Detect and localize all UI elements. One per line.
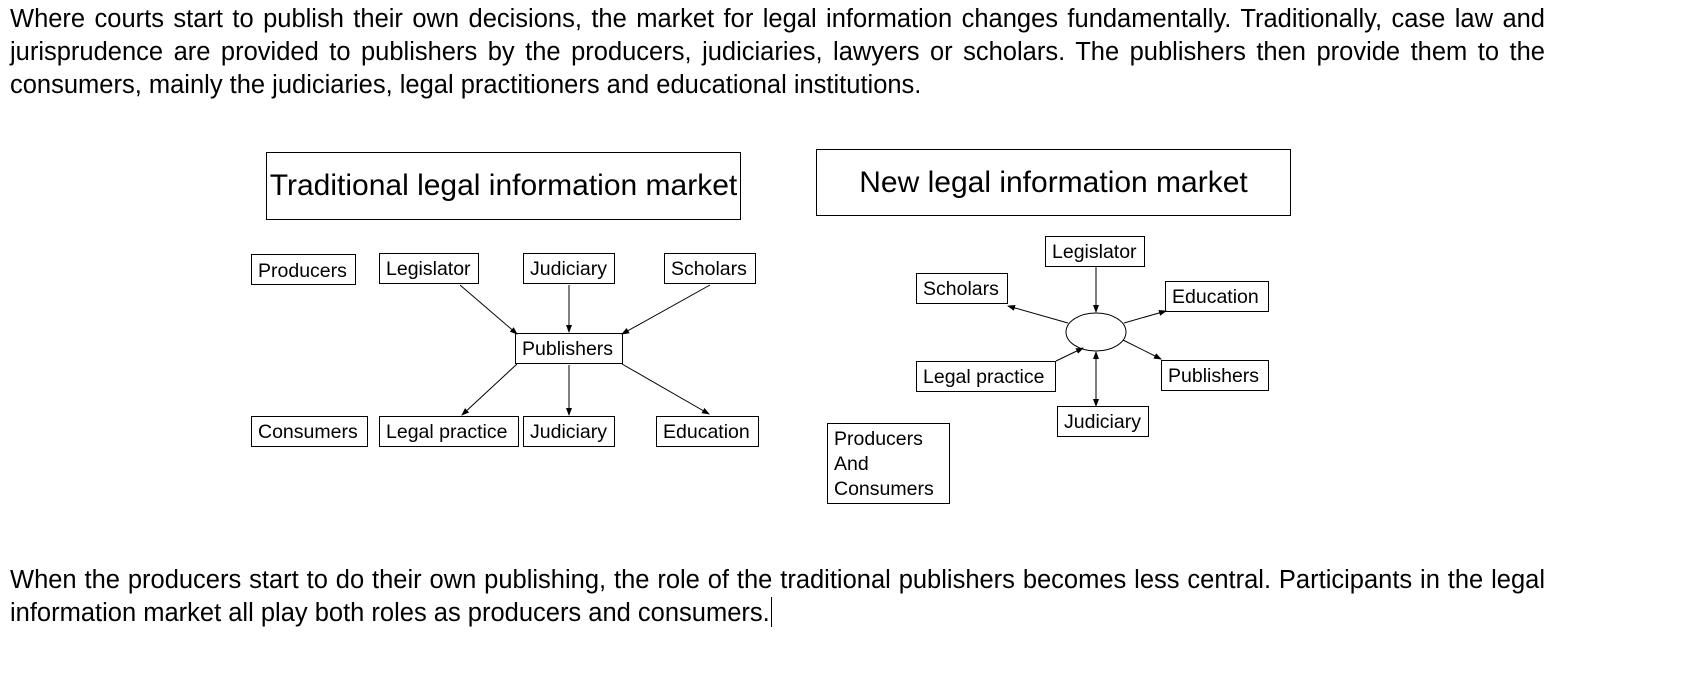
producers-and-consumers-label: Producers And Consumers — [827, 423, 950, 504]
arrow-legal-practice-to-hub — [1055, 347, 1084, 362]
hub-publishers: Publishers — [515, 333, 623, 364]
new-scholars: Scholars — [916, 273, 1008, 304]
new-legal-practice: Legal practice — [916, 361, 1056, 392]
central-hub-ellipse — [1065, 312, 1127, 352]
arrow-hub-to-publishers — [1122, 339, 1162, 360]
new-education: Education — [1165, 281, 1269, 312]
group-label-line-1: Producers — [834, 428, 923, 450]
conclusion-text: When the producers start to do their own… — [10, 566, 1545, 627]
intro-paragraph: Where courts start to publish their own … — [10, 5, 1545, 99]
new-legislator: Legislator — [1045, 236, 1145, 267]
producers-label: Producers — [251, 254, 356, 285]
source-scholars: Scholars — [664, 253, 756, 284]
conclusion-paragraph: When the producers start to do their own… — [10, 564, 1545, 630]
target-education: Education — [656, 416, 759, 447]
consumers-label: Consumers — [251, 416, 368, 447]
arrow-publishers-to-legal-practice — [461, 363, 518, 416]
text-cursor — [770, 597, 772, 627]
arrow-hub-to-education — [1123, 310, 1167, 324]
target-legal-practice: Legal practice — [379, 416, 519, 447]
arrow-scholars-to-publishers — [621, 284, 711, 335]
source-legislator: Legislator — [379, 253, 479, 284]
new-market-title: New legal information market — [816, 149, 1291, 216]
arrow-publishers-to-education — [621, 363, 710, 415]
source-judiciary: Judiciary — [523, 253, 615, 284]
group-label-line-2: And — [834, 453, 869, 475]
arrow-hub-to-scholars — [1007, 305, 1069, 324]
group-label-line-3: Consumers — [834, 478, 934, 500]
target-judiciary: Judiciary — [523, 416, 615, 447]
traditional-market-title: Traditional legal information market — [266, 152, 741, 220]
arrow-legislator-to-publishers — [459, 284, 518, 335]
new-publishers: Publishers — [1161, 360, 1269, 391]
new-judiciary: Judiciary — [1057, 406, 1149, 437]
